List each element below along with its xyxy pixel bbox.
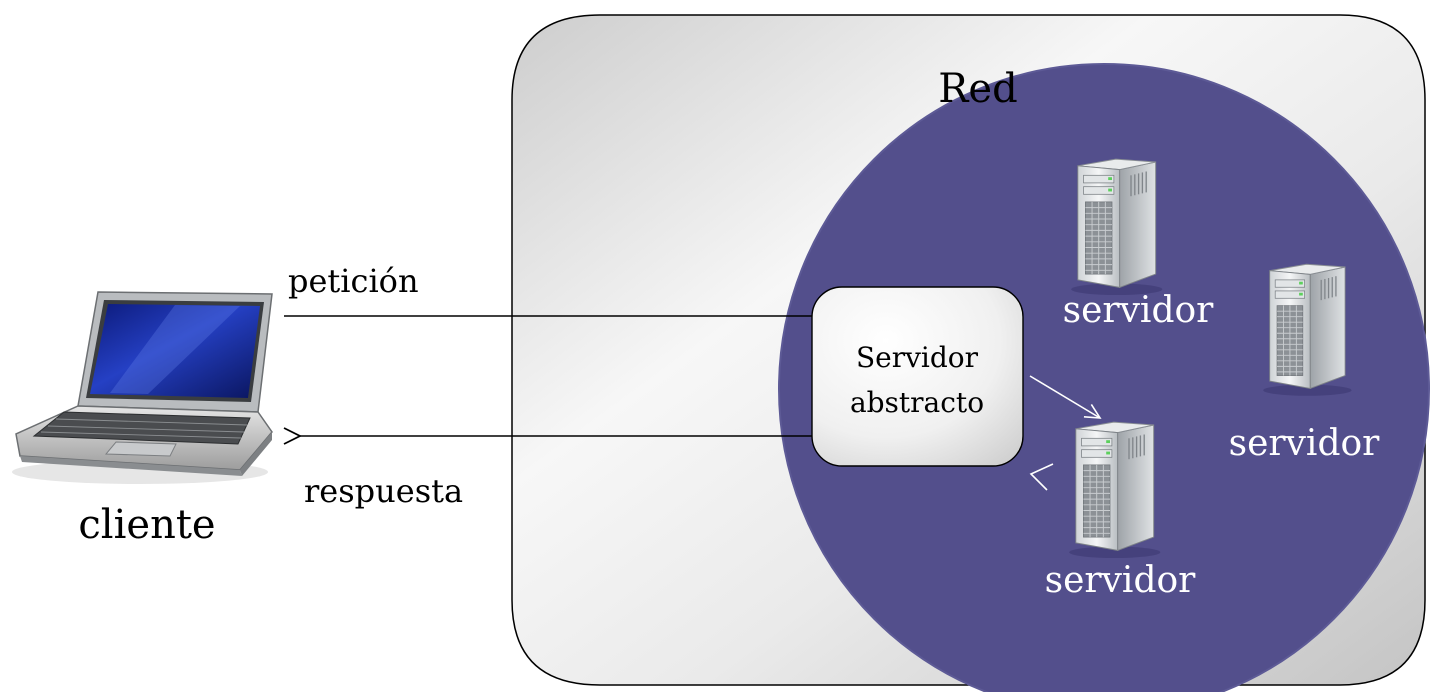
abstract-server-box [811,286,1024,467]
server-top-icon [1070,158,1164,296]
client-label: cliente [78,502,215,548]
response-label: respuesta [304,472,463,510]
abstract-server-label-line1: Servidor [856,341,979,374]
return-arrow [1029,463,1054,491]
server-right-label: servidor [1229,423,1381,464]
server-bottom-label: servidor [1045,560,1197,601]
request-label: petición [288,262,419,300]
server-top-label: servidor [1063,290,1215,331]
abstract-server-label-line2: abstracto [850,386,984,419]
server-bottom-icon [1068,421,1162,559]
laptop-icon [12,291,273,484]
dispatch-arrow [1029,375,1100,418]
server-right-icon [1262,263,1353,397]
network-label: Red [938,66,1017,112]
network-circle [778,63,1430,692]
